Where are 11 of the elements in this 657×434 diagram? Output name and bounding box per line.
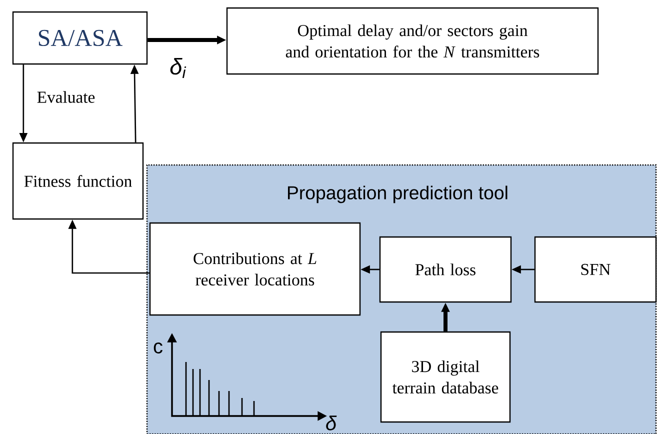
process-box: Path loss [379,236,512,303]
process-box: SFN [534,236,657,303]
result-box: Optimal delay and/or sectors gain and orientation for the N transmitters [226,7,599,75]
process-box: SA/ASA [12,11,148,65]
process-box: Fitness function [12,142,144,220]
axis-label: c [154,342,162,354]
edge-label: δ$_{i}$ [168,56,188,80]
database-box: 3D digital terrain database [380,331,511,423]
edge-label: Evaluate [36,90,96,104]
process-box: Contributions at L receiver locations [149,222,361,316]
axis-label: δ [326,416,337,430]
